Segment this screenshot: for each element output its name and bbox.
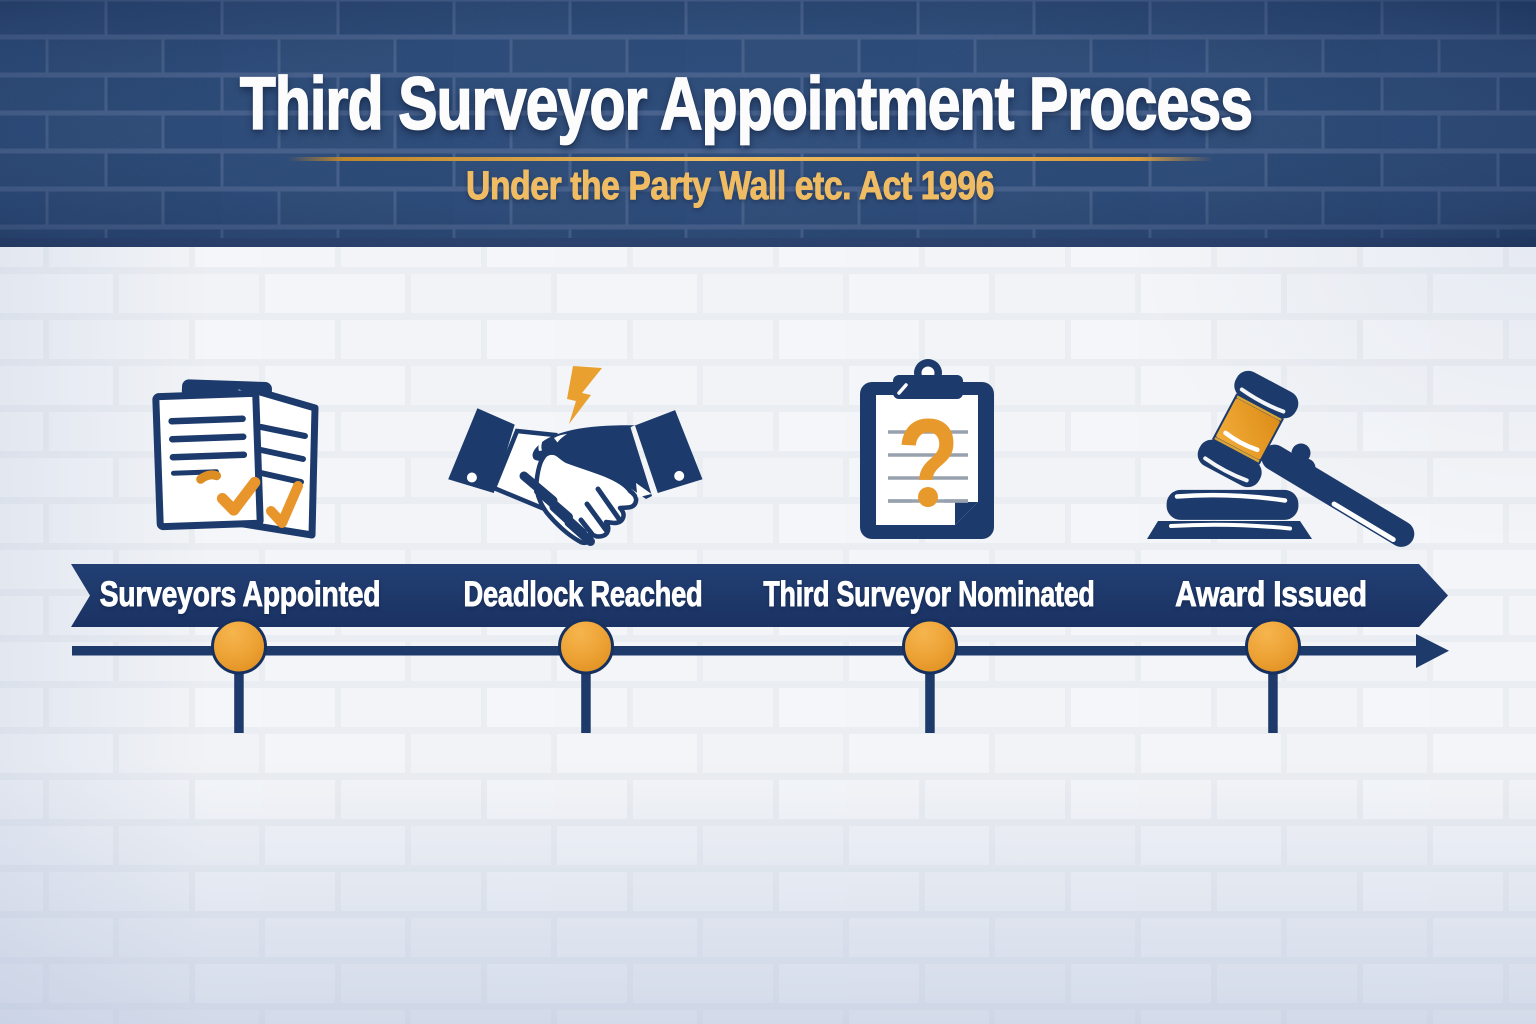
svg-text:?: ? bbox=[897, 394, 960, 533]
